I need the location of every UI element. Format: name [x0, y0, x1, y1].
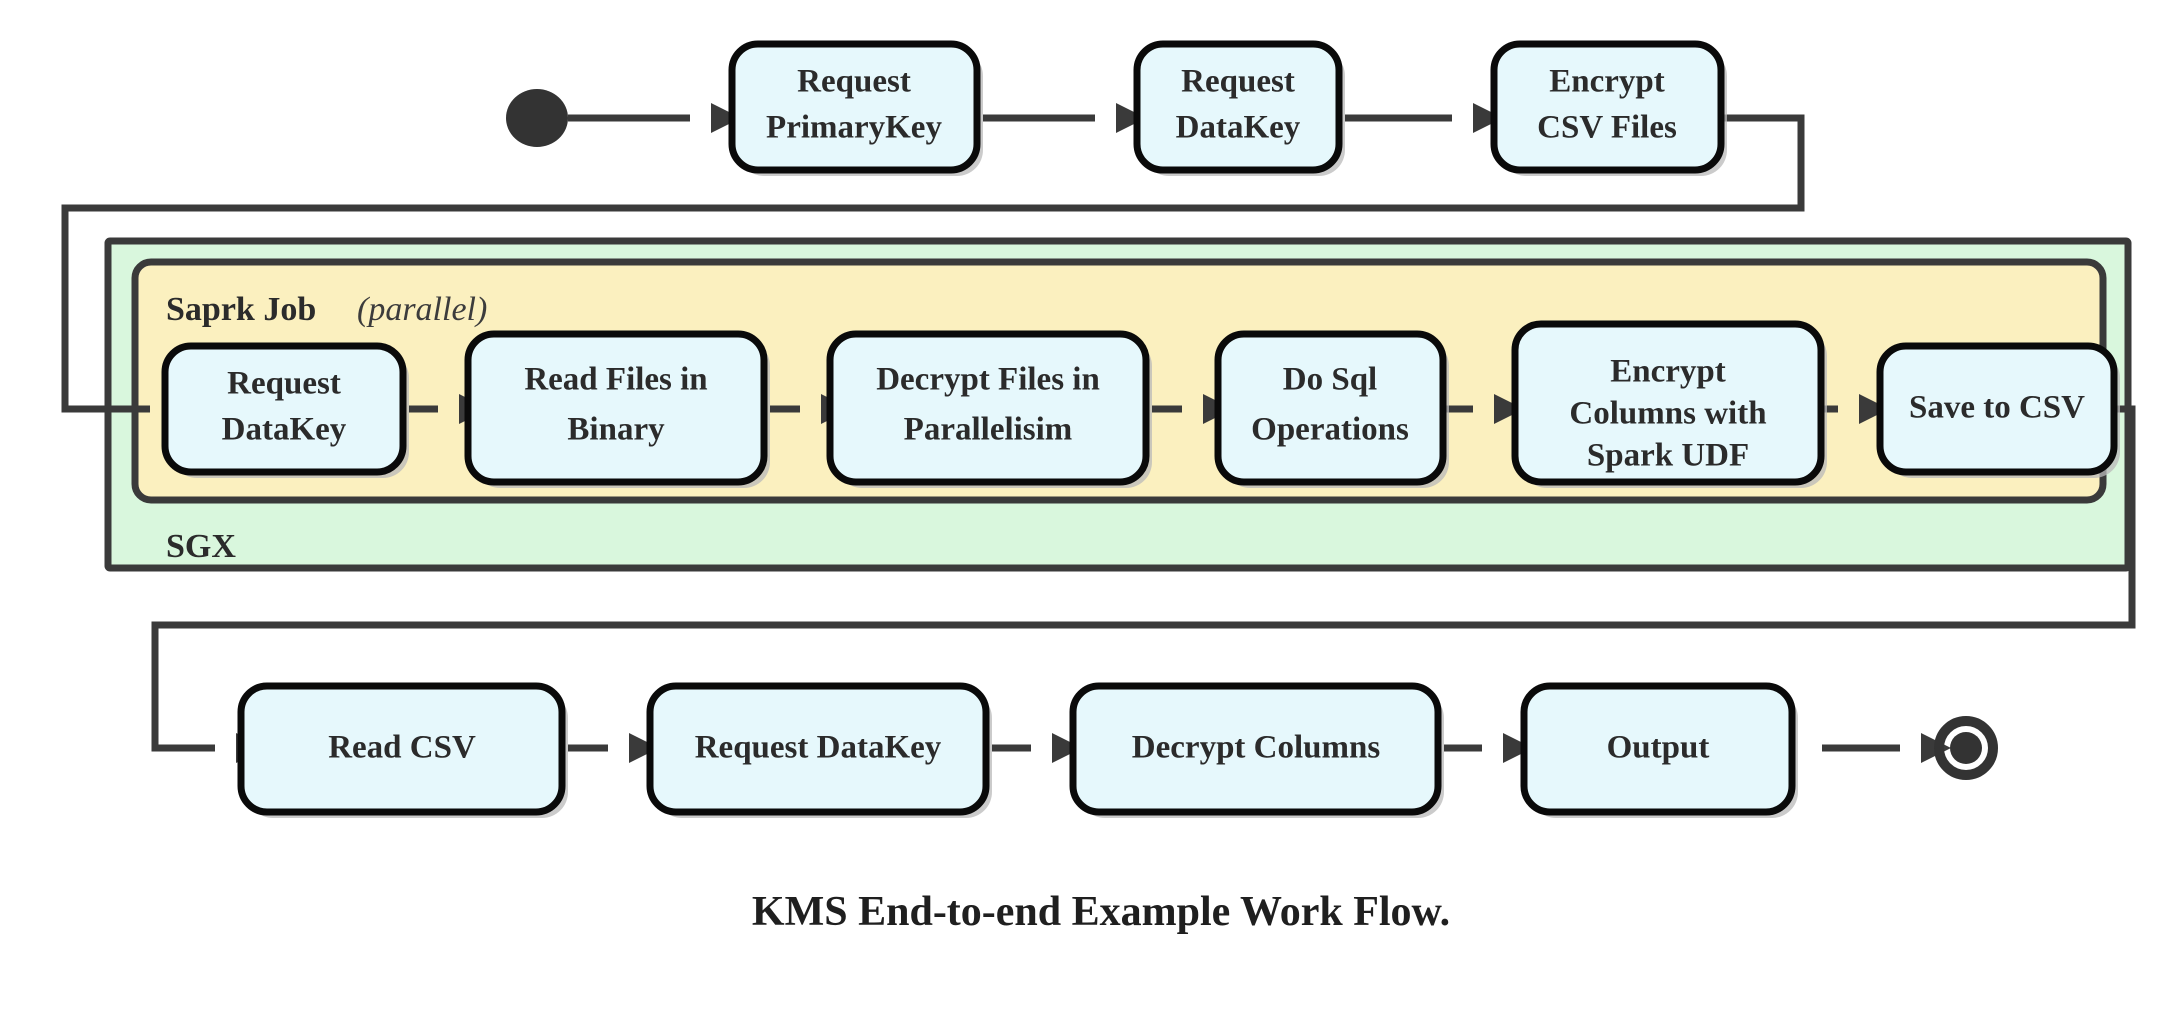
node-label: Request DataKey — [695, 730, 942, 766]
node-output[interactable]: Output — [1520, 682, 1798, 818]
node-label: Save to CSV — [1909, 390, 2085, 426]
edge-decrypt-files-to-do-sql — [1152, 394, 1233, 424]
node-label: DataKey — [222, 412, 347, 448]
end-node — [1934, 716, 1998, 780]
node-label: Columns with — [1569, 396, 1766, 432]
spark-job-parallel-label: (parallel) — [357, 291, 487, 328]
spark-job-label: Saprk Job — [166, 291, 316, 328]
node-request-primarykey[interactable]: Request PrimaryKey — [728, 40, 983, 176]
node-decrypt-columns[interactable]: Decrypt Columns — [1069, 682, 1444, 818]
diagram-caption: KMS End-to-end Example Work Flow. — [752, 889, 1450, 935]
node-label: PrimaryKey — [766, 110, 942, 146]
edge-start-to-request-primarykey — [568, 103, 741, 133]
start-node — [506, 89, 568, 147]
node-label: Operations — [1251, 412, 1409, 448]
node-label: Decrypt Files in — [876, 362, 1100, 398]
sgx-label: SGX — [166, 528, 236, 565]
node-save-to-csv[interactable]: Save to CSV — [1876, 342, 2120, 478]
node-label: Request — [227, 366, 341, 402]
node-encrypt-csv-files[interactable]: Encrypt CSV Files — [1490, 40, 1727, 176]
node-label: Parallelisim — [904, 412, 1073, 448]
edge-decrypt-columns-to-output — [1444, 733, 1533, 763]
node-label: Request — [797, 64, 911, 100]
edge-encrypt-csv-to-spark-row — [61, 114, 1805, 424]
node-label: Binary — [567, 412, 665, 448]
node-label: Encrypt — [1610, 354, 1726, 390]
edge-save-csv-to-read-csv — [151, 405, 2136, 763]
node-label: Do Sql — [1283, 362, 1377, 398]
node-request-datakey-bottom[interactable]: Request DataKey — [646, 682, 992, 818]
node-do-sql-operations[interactable]: Do Sql Operations — [1214, 330, 1449, 488]
node-label: Request — [1181, 64, 1295, 100]
node-label: Decrypt Columns — [1132, 730, 1381, 766]
edge-datakey-to-encrypt-csv — [1345, 103, 1503, 133]
node-label: Read CSV — [328, 730, 476, 766]
node-label: Read Files in — [524, 362, 707, 398]
node-label: DataKey — [1176, 110, 1301, 146]
node-request-datakey-top[interactable]: Request DataKey — [1133, 40, 1345, 176]
node-label: Encrypt — [1549, 64, 1665, 100]
edge-primarykey-to-datakey — [983, 103, 1146, 133]
edge-request-datakey-to-decrypt-columns — [992, 733, 1082, 763]
node-label: Spark UDF — [1587, 438, 1749, 474]
node-request-datakey-spark[interactable]: Request DataKey — [161, 342, 409, 478]
edge-read-csv-to-request-datakey — [568, 733, 659, 763]
edge-output-to-end — [1822, 733, 1951, 763]
node-label: Output — [1607, 730, 1710, 766]
node-decrypt-files-in-parallelisim[interactable]: Decrypt Files in Parallelisim — [826, 330, 1152, 488]
node-read-files-in-binary[interactable]: Read Files in Binary — [464, 330, 770, 488]
node-encrypt-columns-with-spark-udf[interactable]: Encrypt Columns with Spark UDF — [1511, 320, 1827, 488]
node-label: CSV Files — [1537, 110, 1677, 146]
edge-spark-datakey-to-read-files — [409, 394, 489, 424]
edge-read-files-to-decrypt-files — [770, 394, 851, 424]
node-read-csv[interactable]: Read CSV — [237, 682, 568, 818]
